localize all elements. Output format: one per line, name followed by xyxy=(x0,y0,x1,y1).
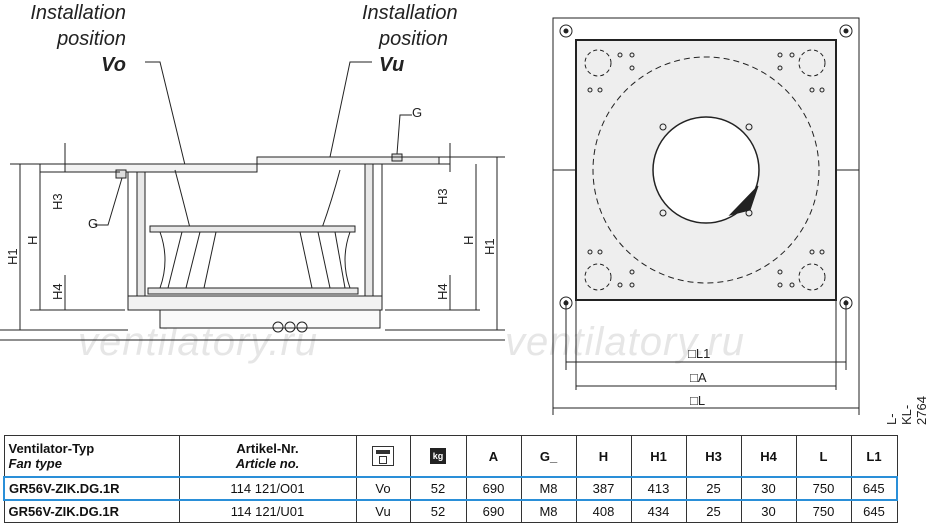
col-h1: H1 xyxy=(630,435,687,478)
label-line: position xyxy=(57,28,126,50)
col-l1: L1 xyxy=(850,435,898,478)
cell-article: 114 121/O01 xyxy=(178,476,357,501)
kg-icon: kg xyxy=(430,448,446,465)
table-row[interactable]: GR56V-ZIK.DG.1R 114 121/O01 Vo 52 690 M8… xyxy=(3,476,898,501)
dim-h3-right: H3 xyxy=(435,188,450,205)
dim-h4-left: H4 xyxy=(50,283,65,300)
drawing-code: L-KL-2764 xyxy=(884,396,929,425)
dim-h1-left: H1 xyxy=(5,248,20,265)
col-h: H xyxy=(575,435,632,478)
cell-article: 114 121/U01 xyxy=(178,499,357,523)
cell-position: Vu xyxy=(355,499,411,523)
dim-a: □A xyxy=(690,370,707,385)
header-type-en: Fan type xyxy=(8,456,62,471)
cell-weight: 52 xyxy=(409,476,467,501)
dim-h-right: H xyxy=(461,236,476,245)
cell-g: M8 xyxy=(520,499,577,523)
col-type: Ventilator-Typ Fan type xyxy=(3,435,180,478)
installation-position-vu-label: Installation position Vu xyxy=(362,0,486,78)
dim-l: □L xyxy=(690,393,705,408)
dim-h1-right: H1 xyxy=(482,238,497,255)
col-h3: H3 xyxy=(685,435,742,478)
cell-type: GR56V-ZIK.DG.1R xyxy=(3,476,180,501)
cell-h4: 30 xyxy=(740,476,797,501)
cell-position: Vo xyxy=(355,476,411,501)
cell-h3: 25 xyxy=(685,476,742,501)
cell-l1: 645 xyxy=(850,499,898,523)
dim-g-upper: G xyxy=(412,105,422,120)
cell-type: GR56V-ZIK.DG.1R xyxy=(3,499,180,523)
dim-l1: □L1 xyxy=(688,346,710,361)
dim-h3-left: H3 xyxy=(50,193,65,210)
header-art-de: Artikel-Nr. xyxy=(236,441,299,456)
header-type-de: Ventilator-Typ xyxy=(8,441,95,456)
installation-position-icon xyxy=(355,435,411,478)
col-g: G_ xyxy=(520,435,577,478)
dim-h-left: H xyxy=(25,236,40,245)
label-line: Installation xyxy=(362,2,458,24)
weight-icon: kg xyxy=(409,435,467,478)
position-code-vu: Vu xyxy=(379,54,405,76)
cell-h3: 25 xyxy=(685,499,742,523)
cell-h: 408 xyxy=(575,499,632,523)
label-line: position xyxy=(379,28,448,50)
position-code-vo: Vo xyxy=(101,54,126,76)
cell-l: 750 xyxy=(795,476,852,501)
technical-drawing: G G H1 H H3 H4 H3 H4 H H1 □L1 □A □L xyxy=(0,17,860,415)
dim-h4-right: H4 xyxy=(435,283,450,300)
col-a: A xyxy=(465,435,522,478)
cell-h: 387 xyxy=(575,476,632,501)
cell-g: M8 xyxy=(520,476,577,501)
cell-l1: 645 xyxy=(850,476,898,501)
dim-g-lower: G xyxy=(88,216,98,231)
table-row[interactable]: GR56V-ZIK.DG.1R 114 121/U01 Vu 52 690 M8… xyxy=(3,499,898,523)
label-line: Installation xyxy=(30,2,126,24)
col-article: Artikel-Nr. Article no. xyxy=(178,435,357,478)
col-h4: H4 xyxy=(740,435,797,478)
installation-position-vo-label: Installation position Vo xyxy=(10,0,126,78)
fan-position-icon xyxy=(372,446,394,466)
table-header-row: Ventilator-Typ Fan type Artikel-Nr. Arti… xyxy=(3,435,898,478)
cell-a: 690 xyxy=(465,499,522,523)
cell-l: 750 xyxy=(795,499,852,523)
cell-h1: 413 xyxy=(630,476,687,501)
cell-weight: 52 xyxy=(409,499,467,523)
cell-a: 690 xyxy=(465,476,522,501)
cell-h4: 30 xyxy=(740,499,797,523)
spec-table: Ventilator-Typ Fan type Artikel-Nr. Arti… xyxy=(3,435,898,523)
header-art-en: Article no. xyxy=(235,456,300,471)
watermark-right: ventilatory.ru xyxy=(505,320,746,364)
col-l: L xyxy=(795,435,852,478)
cell-h1: 434 xyxy=(630,499,687,523)
